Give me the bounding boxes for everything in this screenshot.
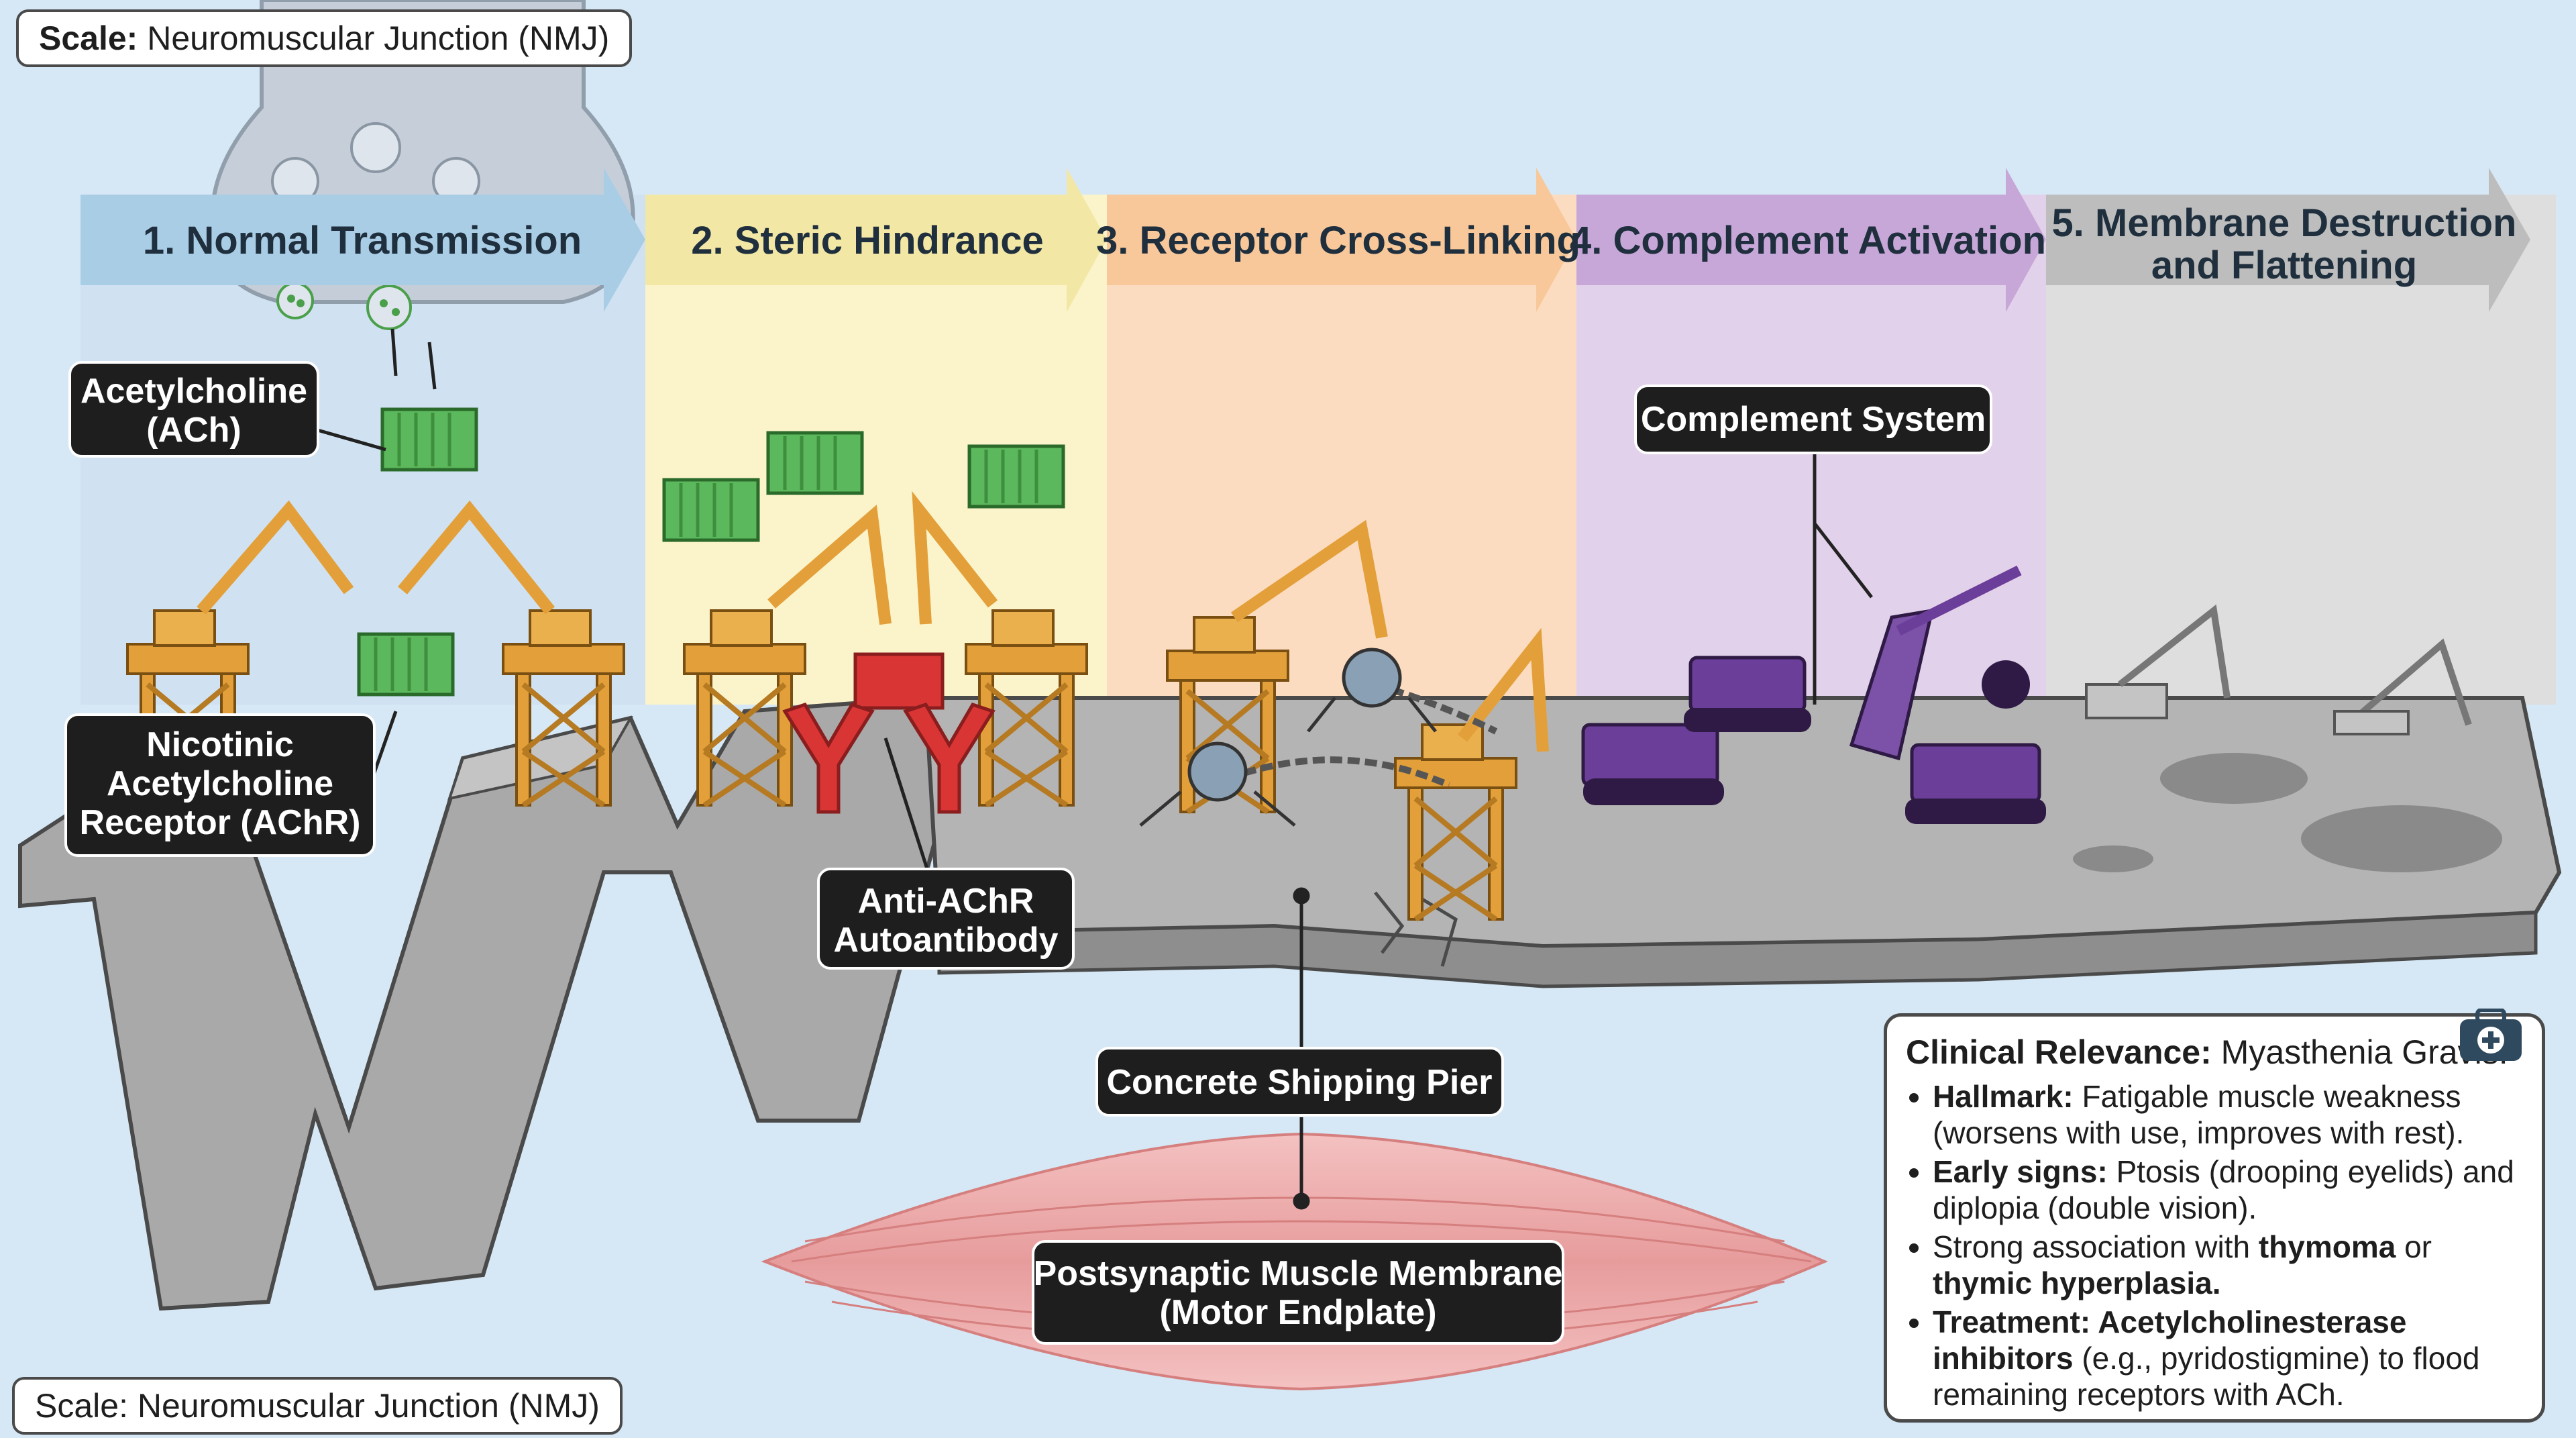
clinical-item-text: (e.g., pyridostigmine) to flood remainin…	[1933, 1341, 2480, 1412]
stage5-wreckage	[2085, 604, 2472, 735]
antibody-2	[903, 702, 996, 814]
clinical-list: Hallmark: Fatigable muscle weakness (wor…	[1906, 1078, 2523, 1413]
stage2-cranes	[664, 433, 1087, 814]
bulldozer	[1910, 743, 2041, 804]
scale-label-top: Scale: Neuromuscular Junction (NMJ)	[16, 9, 633, 67]
bulldozer	[1688, 656, 1807, 713]
lock-icon	[1187, 741, 1248, 802]
scale-label-bottom: Scale: Neuromuscular Junction (NMJ)	[12, 1377, 623, 1435]
svg-text:Anti-AChR: Anti-AChR	[858, 882, 1034, 921]
clinical-item-treatment: Treatment: Acetylcholinesterase inhibito…	[1933, 1304, 2523, 1413]
leader-lines	[315, 427, 1873, 1210]
label-anti-achr-autoantibody: Anti-AChR Autoantibody	[817, 868, 1075, 970]
scale-label-value: Neuromuscular Junction (NMJ)	[147, 19, 610, 57]
clinical-item-text: or	[2404, 1229, 2432, 1264]
stage-title-5-line1: 5. Membrane Destruction	[2052, 201, 2517, 245]
clinical-item-label: Hallmark:	[1933, 1079, 2074, 1114]
clinical-title: Clinical Relevance: Myasthenia Gravis.	[1906, 1033, 2523, 1072]
stage-title-2: 2. Steric Hindrance	[691, 219, 1043, 262]
svg-text:(Motor Endplate): (Motor Endplate)	[1159, 1293, 1436, 1332]
stage-title-3: 3. Receptor Cross-Linking	[1096, 219, 1580, 262]
clinical-title-bold: Clinical Relevance:	[1906, 1033, 2212, 1071]
stage1-cranes	[127, 328, 624, 805]
label-acetylcholine: Acetylcholine (ACh)	[68, 361, 319, 458]
stage3-crosslinking	[1139, 519, 1549, 919]
clinical-item-text: Strong association with	[1933, 1229, 2251, 1264]
stage-arrow-3	[1107, 168, 1576, 312]
stage4-bulldozers	[1581, 565, 2046, 824]
clinical-item-text: Ptosis (drooping eyelids) and diplopia (…	[1933, 1154, 2514, 1225]
medical-kit-icon	[2460, 1009, 2522, 1061]
stage-arrows	[80, 168, 2530, 312]
clinical-item-bold: thymic hyperplasia.	[1933, 1266, 2221, 1300]
stage-title-5-line2: and Flattening	[2151, 244, 2417, 287]
svg-text:Autoantibody: Autoantibody	[833, 921, 1058, 960]
clinical-relevance-box: Clinical Relevance: Myasthenia Gravis. H…	[1884, 1009, 2545, 1423]
clinical-item-label: Early signs:	[1933, 1154, 2108, 1189]
clinical-item-label: Treatment: Acetylcholinesterase inhibito…	[1933, 1304, 2407, 1376]
label-complement-system: Complement System	[1634, 384, 1992, 454]
bulldozer	[1581, 723, 1719, 787]
clinical-item-early-signs: Early signs: Ptosis (drooping eyelids) a…	[1933, 1153, 2523, 1226]
stage-arrow-4	[1576, 168, 2046, 312]
stage-title-4: 4. Complement Activation	[1570, 219, 2046, 262]
scale-label-prefix: Scale:	[39, 19, 138, 57]
svg-text:(ACh): (ACh)	[146, 411, 241, 450]
stage-arrow-1	[80, 168, 645, 312]
clinical-item-text: Fatigable muscle weakness (worsens with …	[1933, 1079, 2465, 1150]
clinical-item-hallmark: Hallmark: Fatigable muscle weakness (wor…	[1933, 1078, 2523, 1151]
svg-text:Complement System: Complement System	[1641, 400, 1986, 439]
label-postsynaptic-membrane: Postsynaptic Muscle Membrane (Motor Endp…	[1032, 1240, 1564, 1345]
stage-titles: 1. Normal Transmission 2. Steric Hindran…	[143, 201, 2517, 287]
svg-text:Acetylcholine: Acetylcholine	[80, 372, 307, 411]
scale-label-bottom-text: Scale: Neuromuscular Junction (NMJ)	[35, 1387, 600, 1425]
svg-text:Nicotinic: Nicotinic	[146, 725, 294, 764]
svg-text:Receptor (AChR): Receptor (AChR)	[80, 803, 361, 842]
label-concrete-shipping-pier: Concrete Shipping Pier	[1095, 1047, 1504, 1117]
svg-text:Acetylcholine: Acetylcholine	[107, 764, 333, 803]
label-achr: Nicotinic Acetylcholine Receptor (AChR)	[64, 713, 376, 857]
antibody-1	[782, 702, 875, 814]
clinical-item-bold: thymoma	[2258, 1229, 2396, 1264]
stage-arrow-2	[645, 168, 1107, 312]
svg-text:Concrete Shipping Pier: Concrete Shipping Pier	[1107, 1063, 1493, 1102]
clinical-item-association: Strong association with thymoma or thymi…	[1933, 1229, 2523, 1301]
lock-icon	[1342, 648, 1402, 708]
stage-title-1: 1. Normal Transmission	[143, 219, 582, 262]
stage-arrow-5	[2046, 168, 2530, 312]
svg-text:Postsynaptic Muscle Membrane: Postsynaptic Muscle Membrane	[1034, 1254, 1563, 1293]
